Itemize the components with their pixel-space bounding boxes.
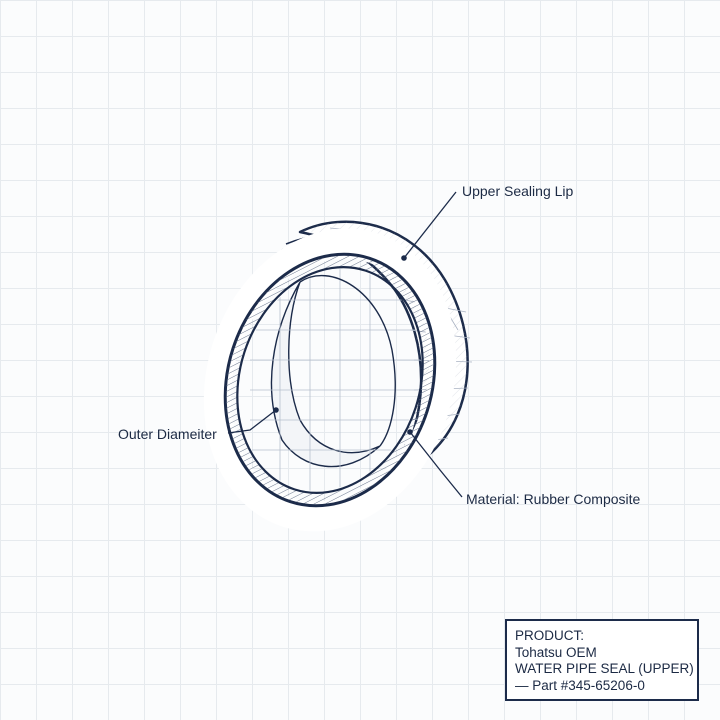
leader-upper-sealing-lip bbox=[401, 191, 457, 261]
callout-material: Material: Rubber Composite bbox=[466, 491, 641, 507]
leader-material bbox=[407, 429, 463, 498]
title-block-line-3: WATER PIPE SEAL (UPPER) bbox=[515, 661, 694, 676]
callout-outer-diameter: Outer Diameiter bbox=[118, 426, 217, 442]
title-block: PRODUCT: Tohatsu OEM WATER PIPE SEAL (UP… bbox=[505, 619, 699, 701]
seal-front-rim bbox=[203, 228, 457, 532]
leader-outer-diameter bbox=[227, 407, 279, 434]
callout-upper-sealing-lip: Upper Sealing Lip bbox=[462, 183, 574, 199]
title-block-line-2: Tohatsu OEM bbox=[515, 644, 597, 660]
title-block-line-4: — Part #345-65206-0 bbox=[515, 677, 645, 693]
title-block-line-1: PRODUCT: bbox=[515, 628, 585, 643]
